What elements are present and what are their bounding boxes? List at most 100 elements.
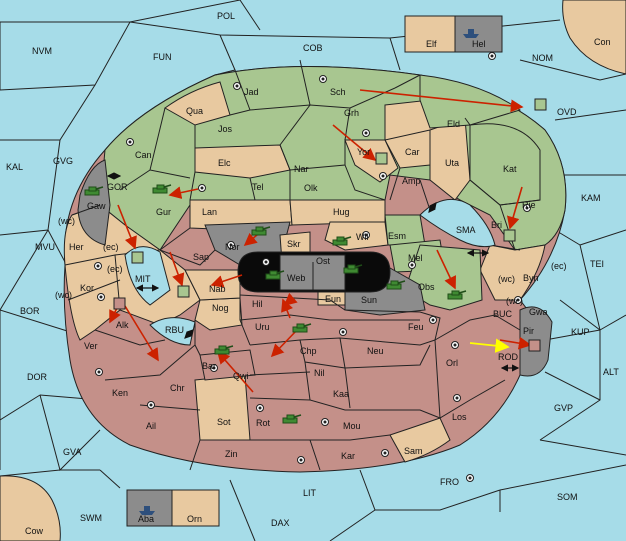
coast-label: (wc) bbox=[506, 296, 523, 306]
province-label: Elf bbox=[426, 39, 437, 49]
province-label: Kar bbox=[341, 451, 355, 461]
province-label: Gur bbox=[156, 207, 171, 217]
province-label: Nar bbox=[294, 164, 309, 174]
province-label: Sap bbox=[193, 252, 209, 262]
sea-label: POL bbox=[217, 11, 235, 21]
army-unit bbox=[152, 184, 172, 194]
province-label: Wil bbox=[356, 232, 369, 242]
province-label: Neu bbox=[367, 346, 384, 356]
sea-label: SMA bbox=[456, 225, 476, 235]
province-label: Her bbox=[69, 242, 84, 252]
sea-label: DAX bbox=[271, 518, 290, 528]
province-label: Eun bbox=[325, 294, 341, 304]
coast-label: (wc) bbox=[58, 216, 75, 226]
garrison-unit bbox=[534, 98, 547, 111]
sea-label: MIT bbox=[135, 274, 151, 284]
province-label: Grh bbox=[344, 108, 359, 118]
coast-label: (wc) bbox=[498, 274, 515, 284]
coast-label: (wc) bbox=[55, 290, 72, 300]
sea-label: NOM bbox=[532, 53, 553, 63]
province-label: Pir bbox=[523, 326, 534, 336]
sea-label: Con bbox=[594, 37, 611, 47]
garrison-unit bbox=[503, 229, 516, 242]
army-unit bbox=[343, 264, 363, 274]
province-label: Hug bbox=[333, 207, 350, 217]
province-hel[interactable] bbox=[454, 15, 503, 53]
garrison-unit bbox=[375, 152, 388, 165]
province-label: Orn bbox=[187, 514, 202, 524]
province-label: Qwi bbox=[233, 371, 249, 381]
province-label: Yor bbox=[357, 147, 370, 157]
province-label: Los bbox=[452, 412, 467, 422]
province-gaw[interactable] bbox=[77, 159, 111, 246]
province-label: Hil bbox=[252, 299, 263, 309]
sea-label: BOR bbox=[20, 306, 40, 316]
province-label: Aba bbox=[138, 514, 154, 524]
province-label: Can bbox=[135, 150, 152, 160]
garrison-unit bbox=[177, 285, 190, 298]
province-label: Skr bbox=[287, 239, 301, 249]
province-label: Tel bbox=[252, 182, 264, 192]
sea-label: SOM bbox=[557, 492, 578, 502]
province-label: Hel bbox=[472, 39, 486, 49]
province-sot[interactable] bbox=[194, 374, 251, 441]
army-unit bbox=[265, 270, 285, 280]
army-unit bbox=[386, 280, 406, 290]
province-label: Jad bbox=[244, 87, 259, 97]
adjacency-arrows bbox=[106, 172, 520, 372]
province-elc[interactable] bbox=[194, 144, 291, 179]
fleet-unit bbox=[463, 29, 479, 38]
sea-label: TEI bbox=[590, 259, 604, 269]
province-orn[interactable] bbox=[171, 489, 220, 527]
province-labels: Elf Hel Jad Sch Qua Jos Grh Eld Can Yor … bbox=[69, 39, 548, 524]
sea-label: DOR bbox=[27, 372, 48, 382]
sea-label: FUN bbox=[153, 52, 172, 62]
province-label: Alk bbox=[116, 320, 129, 330]
army-units[interactable] bbox=[84, 184, 467, 424]
province-label: Sch bbox=[330, 87, 346, 97]
sea-labels: POL NVM FUN COB NOM Con OVD KAL GVG GOR … bbox=[6, 11, 619, 536]
sea-label: GVA bbox=[63, 447, 81, 457]
fleet-units[interactable] bbox=[113, 29, 547, 515]
province-cow[interactable] bbox=[0, 475, 61, 541]
province-label: Feu bbox=[408, 322, 424, 332]
sea-label: COB bbox=[303, 43, 323, 53]
province-label: Ost bbox=[316, 256, 331, 266]
province-sam[interactable] bbox=[389, 417, 451, 463]
garrison-unit bbox=[528, 339, 541, 352]
province-label: Rot bbox=[256, 418, 271, 428]
sea-label: KAM bbox=[581, 193, 601, 203]
province-qua[interactable] bbox=[164, 81, 231, 126]
sea-label: ROD bbox=[498, 352, 519, 362]
garrison-unit bbox=[131, 251, 144, 264]
province-con[interactable] bbox=[562, 0, 626, 75]
province-label: Jos bbox=[218, 124, 233, 134]
sea-label: GVG bbox=[53, 156, 73, 166]
province-label: Web bbox=[287, 273, 305, 283]
fleet-unit bbox=[139, 506, 155, 515]
sea-label: GVP bbox=[554, 403, 573, 413]
sea-label: BUC bbox=[493, 309, 513, 319]
province-label: Car bbox=[405, 147, 420, 157]
province-label: Ken bbox=[112, 388, 128, 398]
province-label: Qua bbox=[186, 106, 203, 116]
sea-label: FRO bbox=[440, 477, 459, 487]
province-label: Nog bbox=[212, 303, 229, 313]
sea-label: MVU bbox=[35, 242, 55, 252]
sea-label: GOR bbox=[107, 182, 128, 192]
sea-label: NVM bbox=[32, 46, 52, 56]
province-label: Uta bbox=[445, 158, 459, 168]
province-label: Gwa bbox=[529, 307, 548, 317]
sea-label: Cow bbox=[25, 526, 44, 536]
army-unit bbox=[447, 290, 467, 300]
province-elf[interactable] bbox=[404, 15, 456, 53]
province-label: Lan bbox=[202, 207, 217, 217]
sea-smal bbox=[419, 198, 496, 248]
province-label: Nab bbox=[209, 284, 226, 294]
coast-label: (ec) bbox=[551, 261, 567, 271]
province-label: Amp bbox=[402, 176, 421, 186]
army-unit bbox=[84, 186, 104, 196]
supply-centers bbox=[94, 52, 531, 482]
support-arrow bbox=[469, 338, 510, 353]
